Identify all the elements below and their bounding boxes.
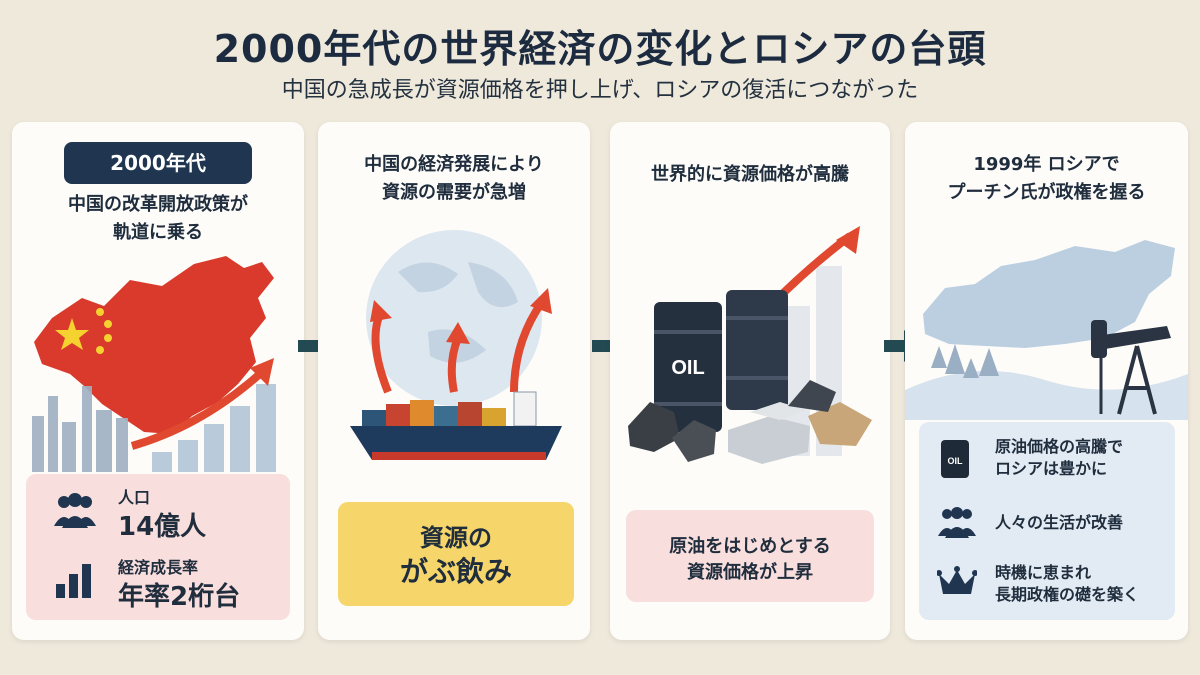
bar-chart-icon bbox=[56, 564, 91, 598]
growth-row: 経済成長率 年率2桁台 bbox=[26, 550, 290, 612]
panel-resource-demand: 中国の経済発展により 資源の需要が急増 資源の がぶ飲み bbox=[318, 122, 590, 640]
panel-china-2000s: 2000年代 中国の改革開放政策が 軌道に乗る bbox=[12, 122, 304, 640]
people-icon bbox=[938, 507, 976, 538]
population-label: 人口 bbox=[118, 488, 151, 507]
population-row: 人口 14億人 bbox=[26, 480, 290, 542]
oil-barrels-illustration: OIL bbox=[628, 226, 872, 464]
outcome1-line1: 原油価格の高騰で bbox=[995, 437, 1124, 456]
resource-gulping-callout: 資源の がぶ飲み bbox=[338, 502, 574, 606]
panel-resource-prices: 世界的に資源価格が高騰 OIL 原油をはじめとする 資源価格が上昇 bbox=[610, 122, 890, 640]
panel1-heading-line1: 中国の改革開放政策が bbox=[68, 194, 248, 215]
outcome3-line2: 長期政権の礎を築く bbox=[995, 585, 1140, 604]
growth-value: 年率2桁台 bbox=[118, 582, 241, 612]
growth-label: 経済成長率 bbox=[118, 558, 199, 577]
globe-cargo-ship-illustration bbox=[350, 230, 562, 460]
china-map-city-illustration bbox=[32, 256, 276, 472]
population-value: 14億人 bbox=[118, 512, 207, 542]
panel-russia-putin: 1999年 ロシアで プーチン氏が政権を握る OIL 原油価格の高騰で ロシアは… bbox=[905, 122, 1188, 640]
russia-map-oil-pump-illustration bbox=[905, 240, 1188, 420]
people-icon bbox=[54, 493, 96, 528]
callout-line2: がぶ飲み bbox=[399, 555, 512, 588]
page-subtitle: 中国の急成長が資源価格を押し上げ、ロシアの復活につながった bbox=[281, 78, 919, 103]
oil-barrel-icon: OIL bbox=[941, 440, 969, 478]
callout-line1: 資源の bbox=[420, 524, 492, 552]
russia-outcomes-box: OIL 原油価格の高騰で ロシアは豊かに 人々の生活が改善 時機に恵まれ 長期政… bbox=[919, 422, 1175, 620]
panel2-heading-line1: 中国の経済発展により bbox=[364, 154, 544, 175]
china-stats-box: 人口 14億人 経済成長率 年率2桁台 bbox=[26, 474, 290, 620]
oil-barrel-label: OIL bbox=[671, 357, 704, 379]
panel4-heading-line2: プーチン氏が政権を握る bbox=[947, 182, 1146, 203]
outcome3-line1: 時機に恵まれ bbox=[995, 563, 1092, 582]
era-badge: 2000年代 bbox=[64, 142, 252, 184]
page-title: 2000年代の世界経済の変化とロシアの台頭 bbox=[213, 27, 987, 71]
price-rise-note: 原油をはじめとする 資源価格が上昇 bbox=[626, 510, 874, 602]
crown-icon bbox=[937, 566, 977, 594]
note-line1: 原油をはじめとする bbox=[669, 536, 831, 557]
note-line2: 資源価格が上昇 bbox=[687, 562, 813, 583]
outcome2-text: 人々の生活が改善 bbox=[995, 513, 1124, 532]
panel2-heading-line2: 資源の需要が急増 bbox=[382, 182, 526, 203]
outcome1-line2: ロシアは豊かに bbox=[995, 459, 1108, 478]
panel3-heading: 世界的に資源価格が高騰 bbox=[651, 164, 849, 185]
svg-text:OIL: OIL bbox=[948, 456, 964, 466]
panel1-heading-line2: 軌道に乗る bbox=[113, 222, 203, 243]
panel4-heading-line1: 1999年 ロシアで bbox=[973, 154, 1120, 175]
